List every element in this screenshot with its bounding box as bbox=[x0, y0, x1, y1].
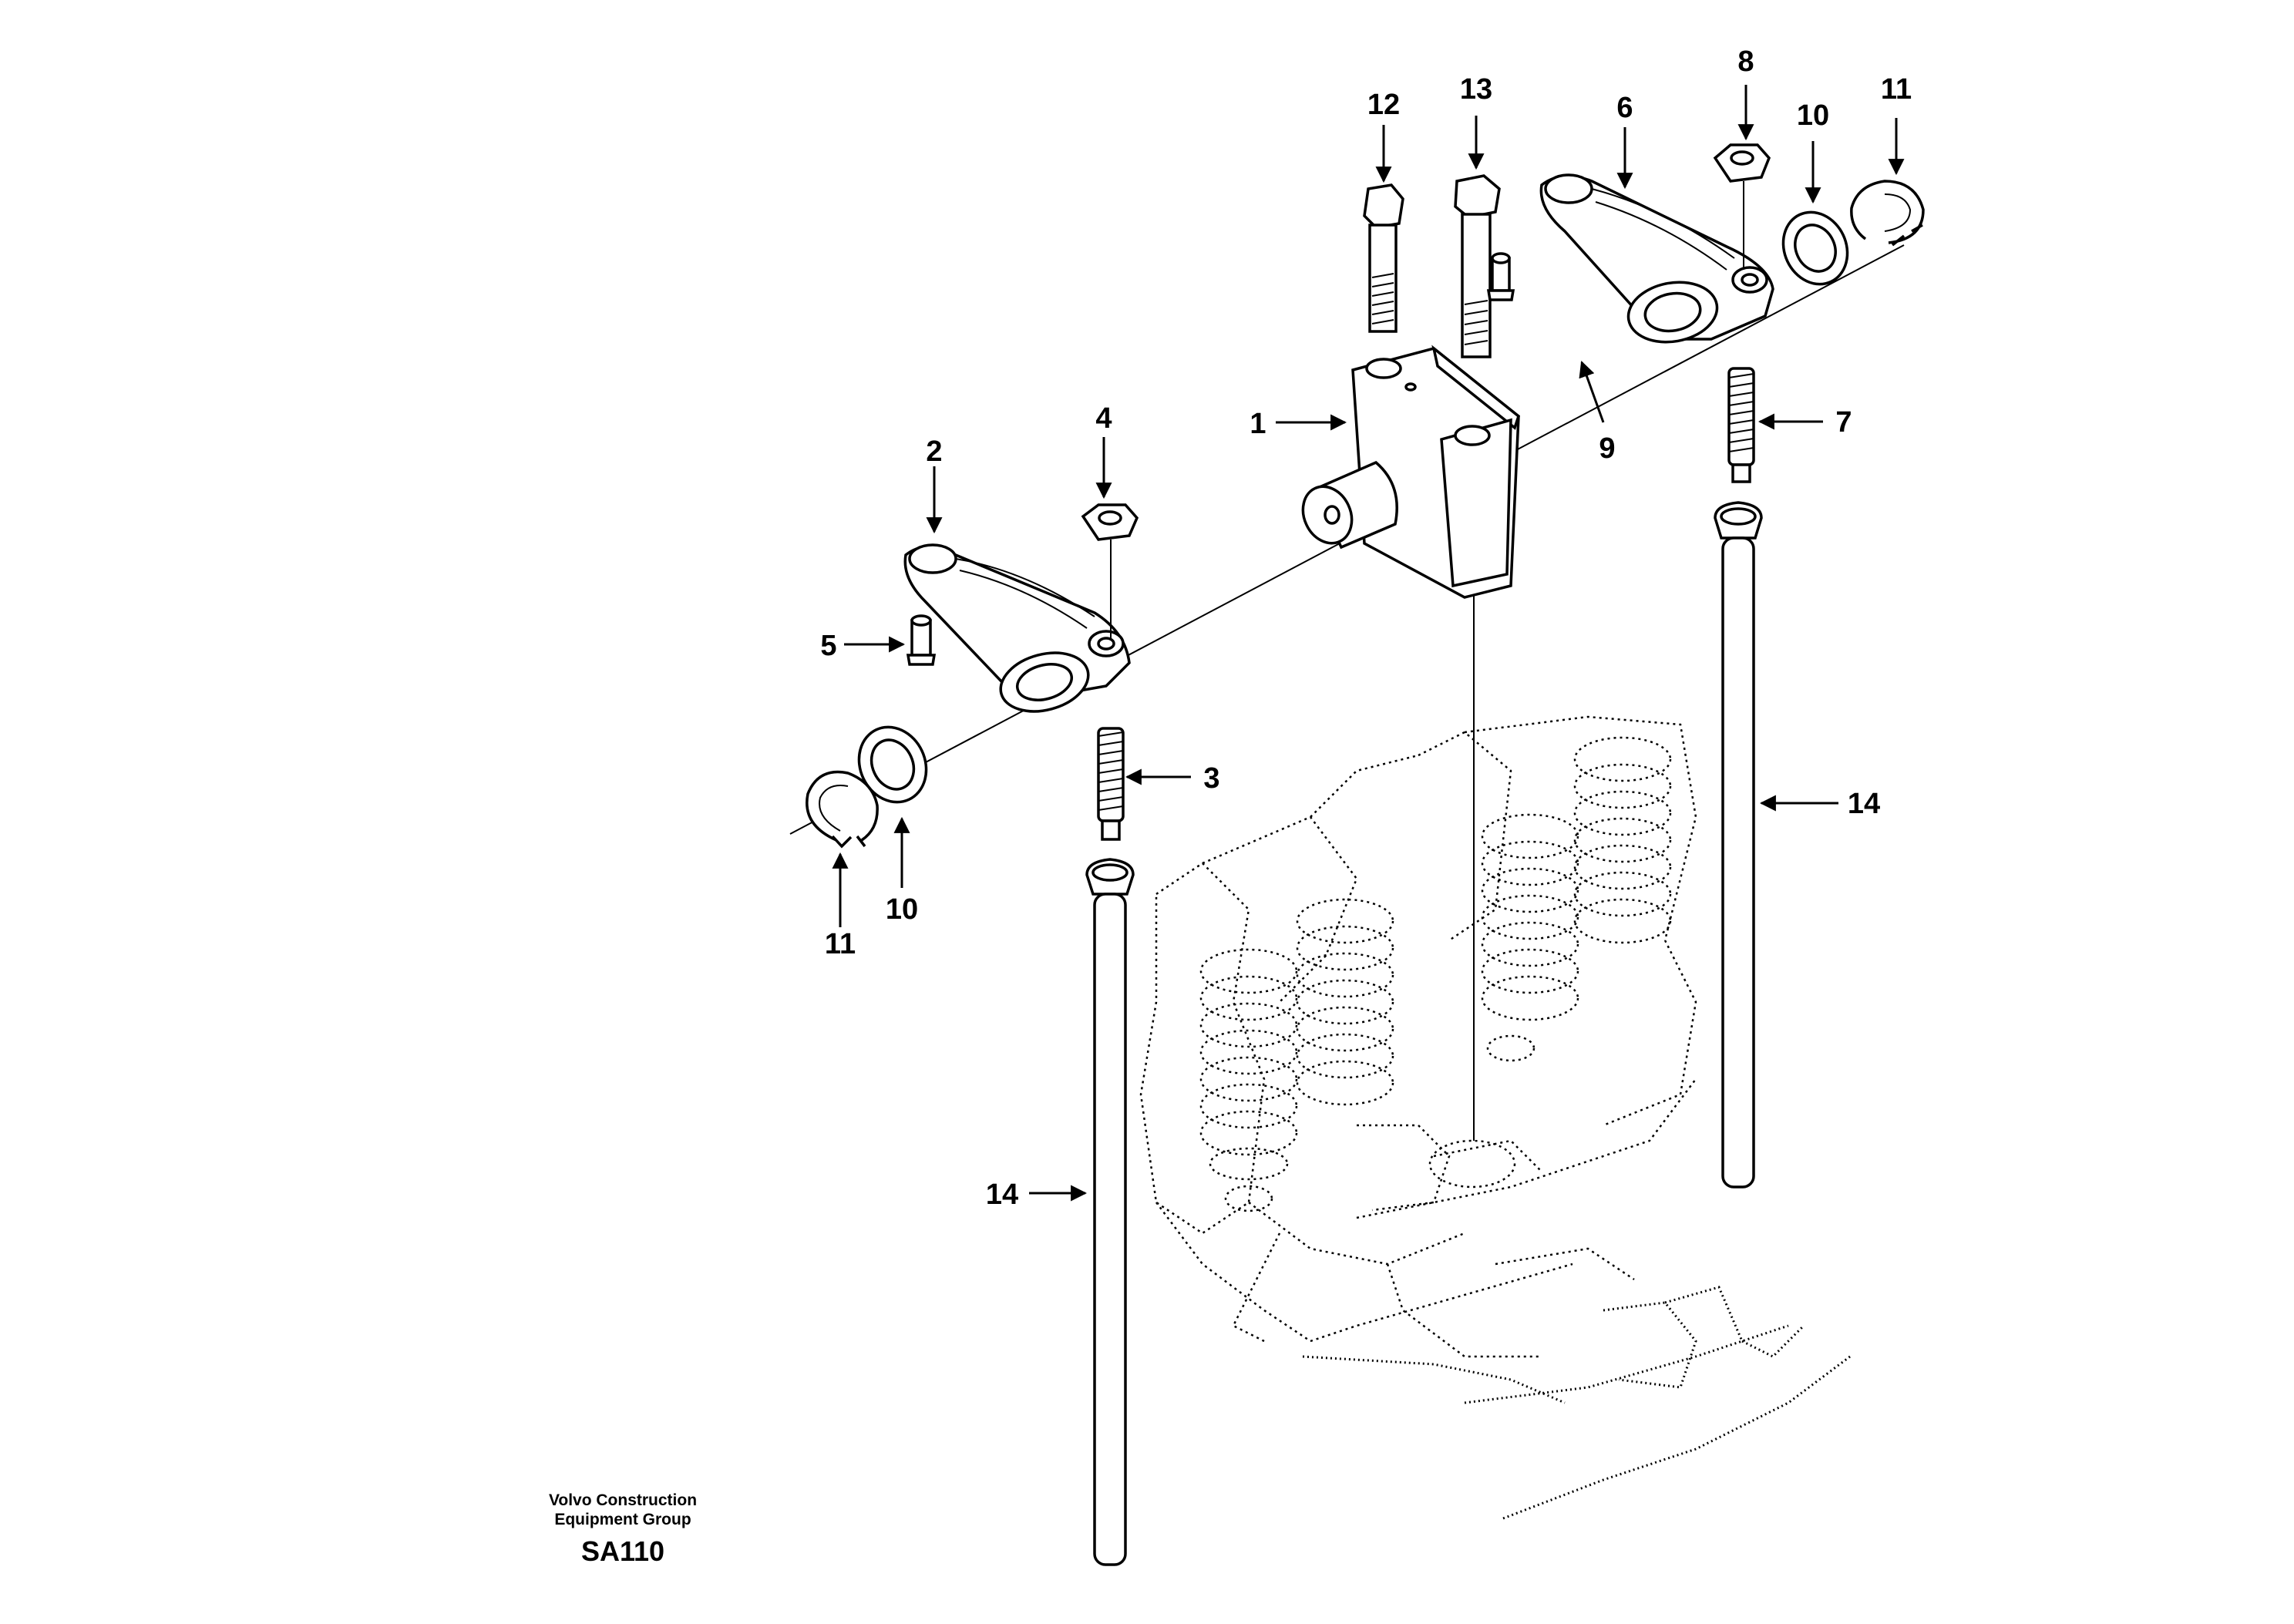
callout-12: 12 bbox=[1367, 89, 1400, 121]
footer-line-2: Equipment Group bbox=[554, 1511, 691, 1528]
adjusting-screw-part-7 bbox=[1727, 367, 1755, 483]
callout-10-left: 10 bbox=[886, 893, 918, 926]
cylinder-head-background bbox=[1139, 715, 1851, 1520]
callout-14-right: 14 bbox=[1848, 788, 1880, 820]
callout-14-left: 14 bbox=[986, 1178, 1018, 1211]
rocker-arm-part-6 bbox=[1539, 173, 1774, 344]
rocker-arm-part-2 bbox=[903, 543, 1131, 713]
bolt-part-12 bbox=[1363, 183, 1404, 333]
circlip-part-11-left bbox=[806, 770, 879, 849]
footer-credit: Volvo Construction Equipment Group SA110 bbox=[549, 1491, 697, 1567]
callout-1: 1 bbox=[1250, 408, 1266, 440]
plug-part-9 bbox=[1486, 252, 1515, 301]
washer-part-10-right bbox=[1781, 210, 1849, 286]
washer-part-10-left bbox=[857, 725, 928, 804]
rocker-bracket-part-1 bbox=[1301, 345, 1521, 599]
callout-6: 6 bbox=[1616, 92, 1633, 124]
callout-arrows bbox=[832, 85, 1905, 1202]
push-rod-part-14-right bbox=[1714, 501, 1763, 1189]
footer-line-1: Volvo Construction bbox=[549, 1491, 697, 1509]
nut-part-4 bbox=[1081, 503, 1139, 541]
bolt-part-13 bbox=[1454, 174, 1501, 358]
callout-8: 8 bbox=[1737, 45, 1754, 78]
plug-part-5 bbox=[906, 614, 937, 666]
valve-springs-left bbox=[1199, 898, 1394, 1181]
callout-10-right: 10 bbox=[1797, 99, 1829, 132]
figure-code: SA110 bbox=[581, 1535, 664, 1567]
callout-7: 7 bbox=[1835, 406, 1852, 439]
callout-9: 9 bbox=[1599, 432, 1615, 465]
circlip-part-11-right bbox=[1850, 180, 1925, 247]
callout-11-right: 11 bbox=[1881, 73, 1912, 106]
callout-2: 2 bbox=[926, 435, 942, 468]
adjusting-screw-part-3 bbox=[1097, 727, 1125, 841]
push-rod-part-14-left bbox=[1085, 858, 1135, 1566]
callout-11-left: 11 bbox=[825, 928, 856, 960]
nut-part-8 bbox=[1713, 143, 1771, 183]
valve-springs-right bbox=[1481, 736, 1672, 1021]
callout-13: 13 bbox=[1460, 73, 1492, 106]
callout-labels: 1 2 3 4 5 6 7 8 9 10 10 11 11 12 13 14 1… bbox=[820, 45, 1912, 1211]
callout-3: 3 bbox=[1203, 762, 1219, 795]
callout-4: 4 bbox=[1095, 402, 1112, 435]
callout-5: 5 bbox=[820, 630, 836, 662]
